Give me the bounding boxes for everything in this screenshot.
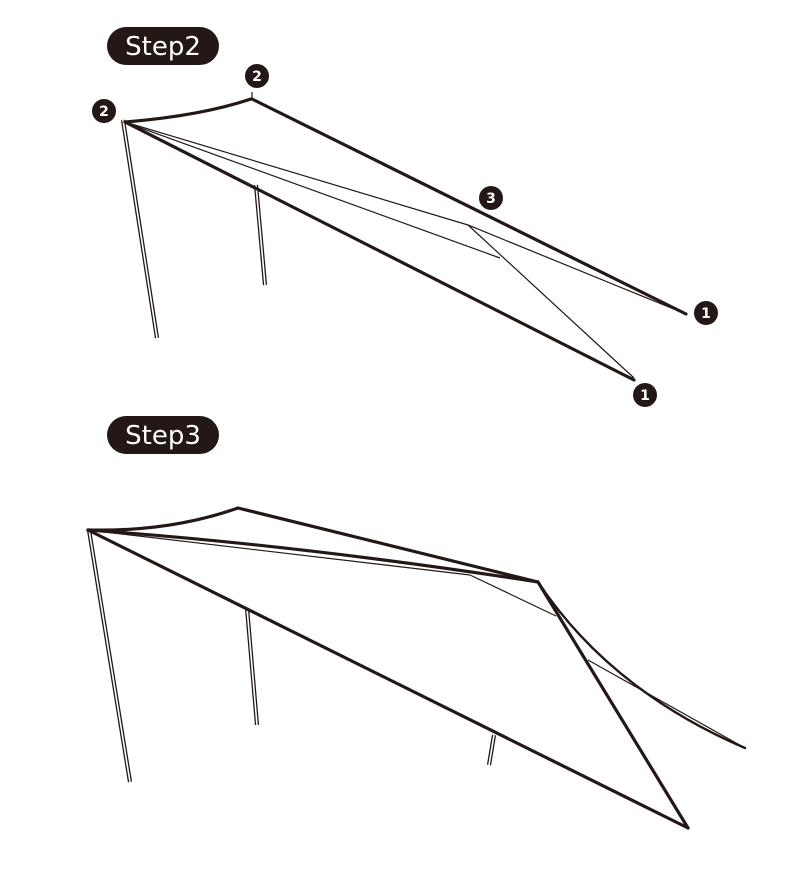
svg-text:2: 2 bbox=[99, 104, 109, 120]
step3-section: Step3 bbox=[86, 416, 747, 830]
tarp-edge bbox=[536, 580, 747, 750]
tarp-fold bbox=[469, 574, 557, 617]
tarp-fold bbox=[124, 121, 687, 315]
tarp-edge bbox=[536, 580, 690, 830]
tarp-edge bbox=[123, 120, 636, 382]
step2-section: Step2 2 2 3 1 bbox=[92, 27, 718, 407]
marker-2-top: 2 bbox=[245, 64, 269, 88]
tarp-edge bbox=[86, 528, 690, 830]
marker-2-left: 2 bbox=[92, 99, 116, 123]
step2-tarp bbox=[120, 92, 688, 382]
tarp-fold bbox=[129, 123, 501, 259]
svg-text:1: 1 bbox=[640, 388, 650, 404]
svg-text:3: 3 bbox=[486, 191, 496, 207]
step3-label: Step3 bbox=[125, 421, 201, 451]
svg-text:1: 1 bbox=[701, 306, 711, 322]
step2-badge: Step2 bbox=[107, 27, 219, 65]
tarp-fold bbox=[87, 529, 471, 576]
tarp-fold bbox=[467, 224, 635, 379]
step2-label: Step2 bbox=[125, 32, 201, 62]
step3-tarp bbox=[86, 506, 747, 830]
tarp-fold bbox=[587, 659, 746, 749]
marker-1-bottom: 1 bbox=[633, 383, 657, 407]
step3-badge: Step3 bbox=[107, 416, 219, 454]
tarp-edge bbox=[86, 528, 540, 584]
tarp-edge bbox=[236, 506, 540, 584]
svg-text:2: 2 bbox=[252, 69, 262, 85]
marker-1-right: 1 bbox=[694, 301, 718, 325]
tarp-edge bbox=[250, 97, 688, 316]
tarp-edge bbox=[123, 97, 253, 124]
marker-3: 3 bbox=[479, 186, 503, 210]
tarp-edge bbox=[86, 506, 240, 532]
